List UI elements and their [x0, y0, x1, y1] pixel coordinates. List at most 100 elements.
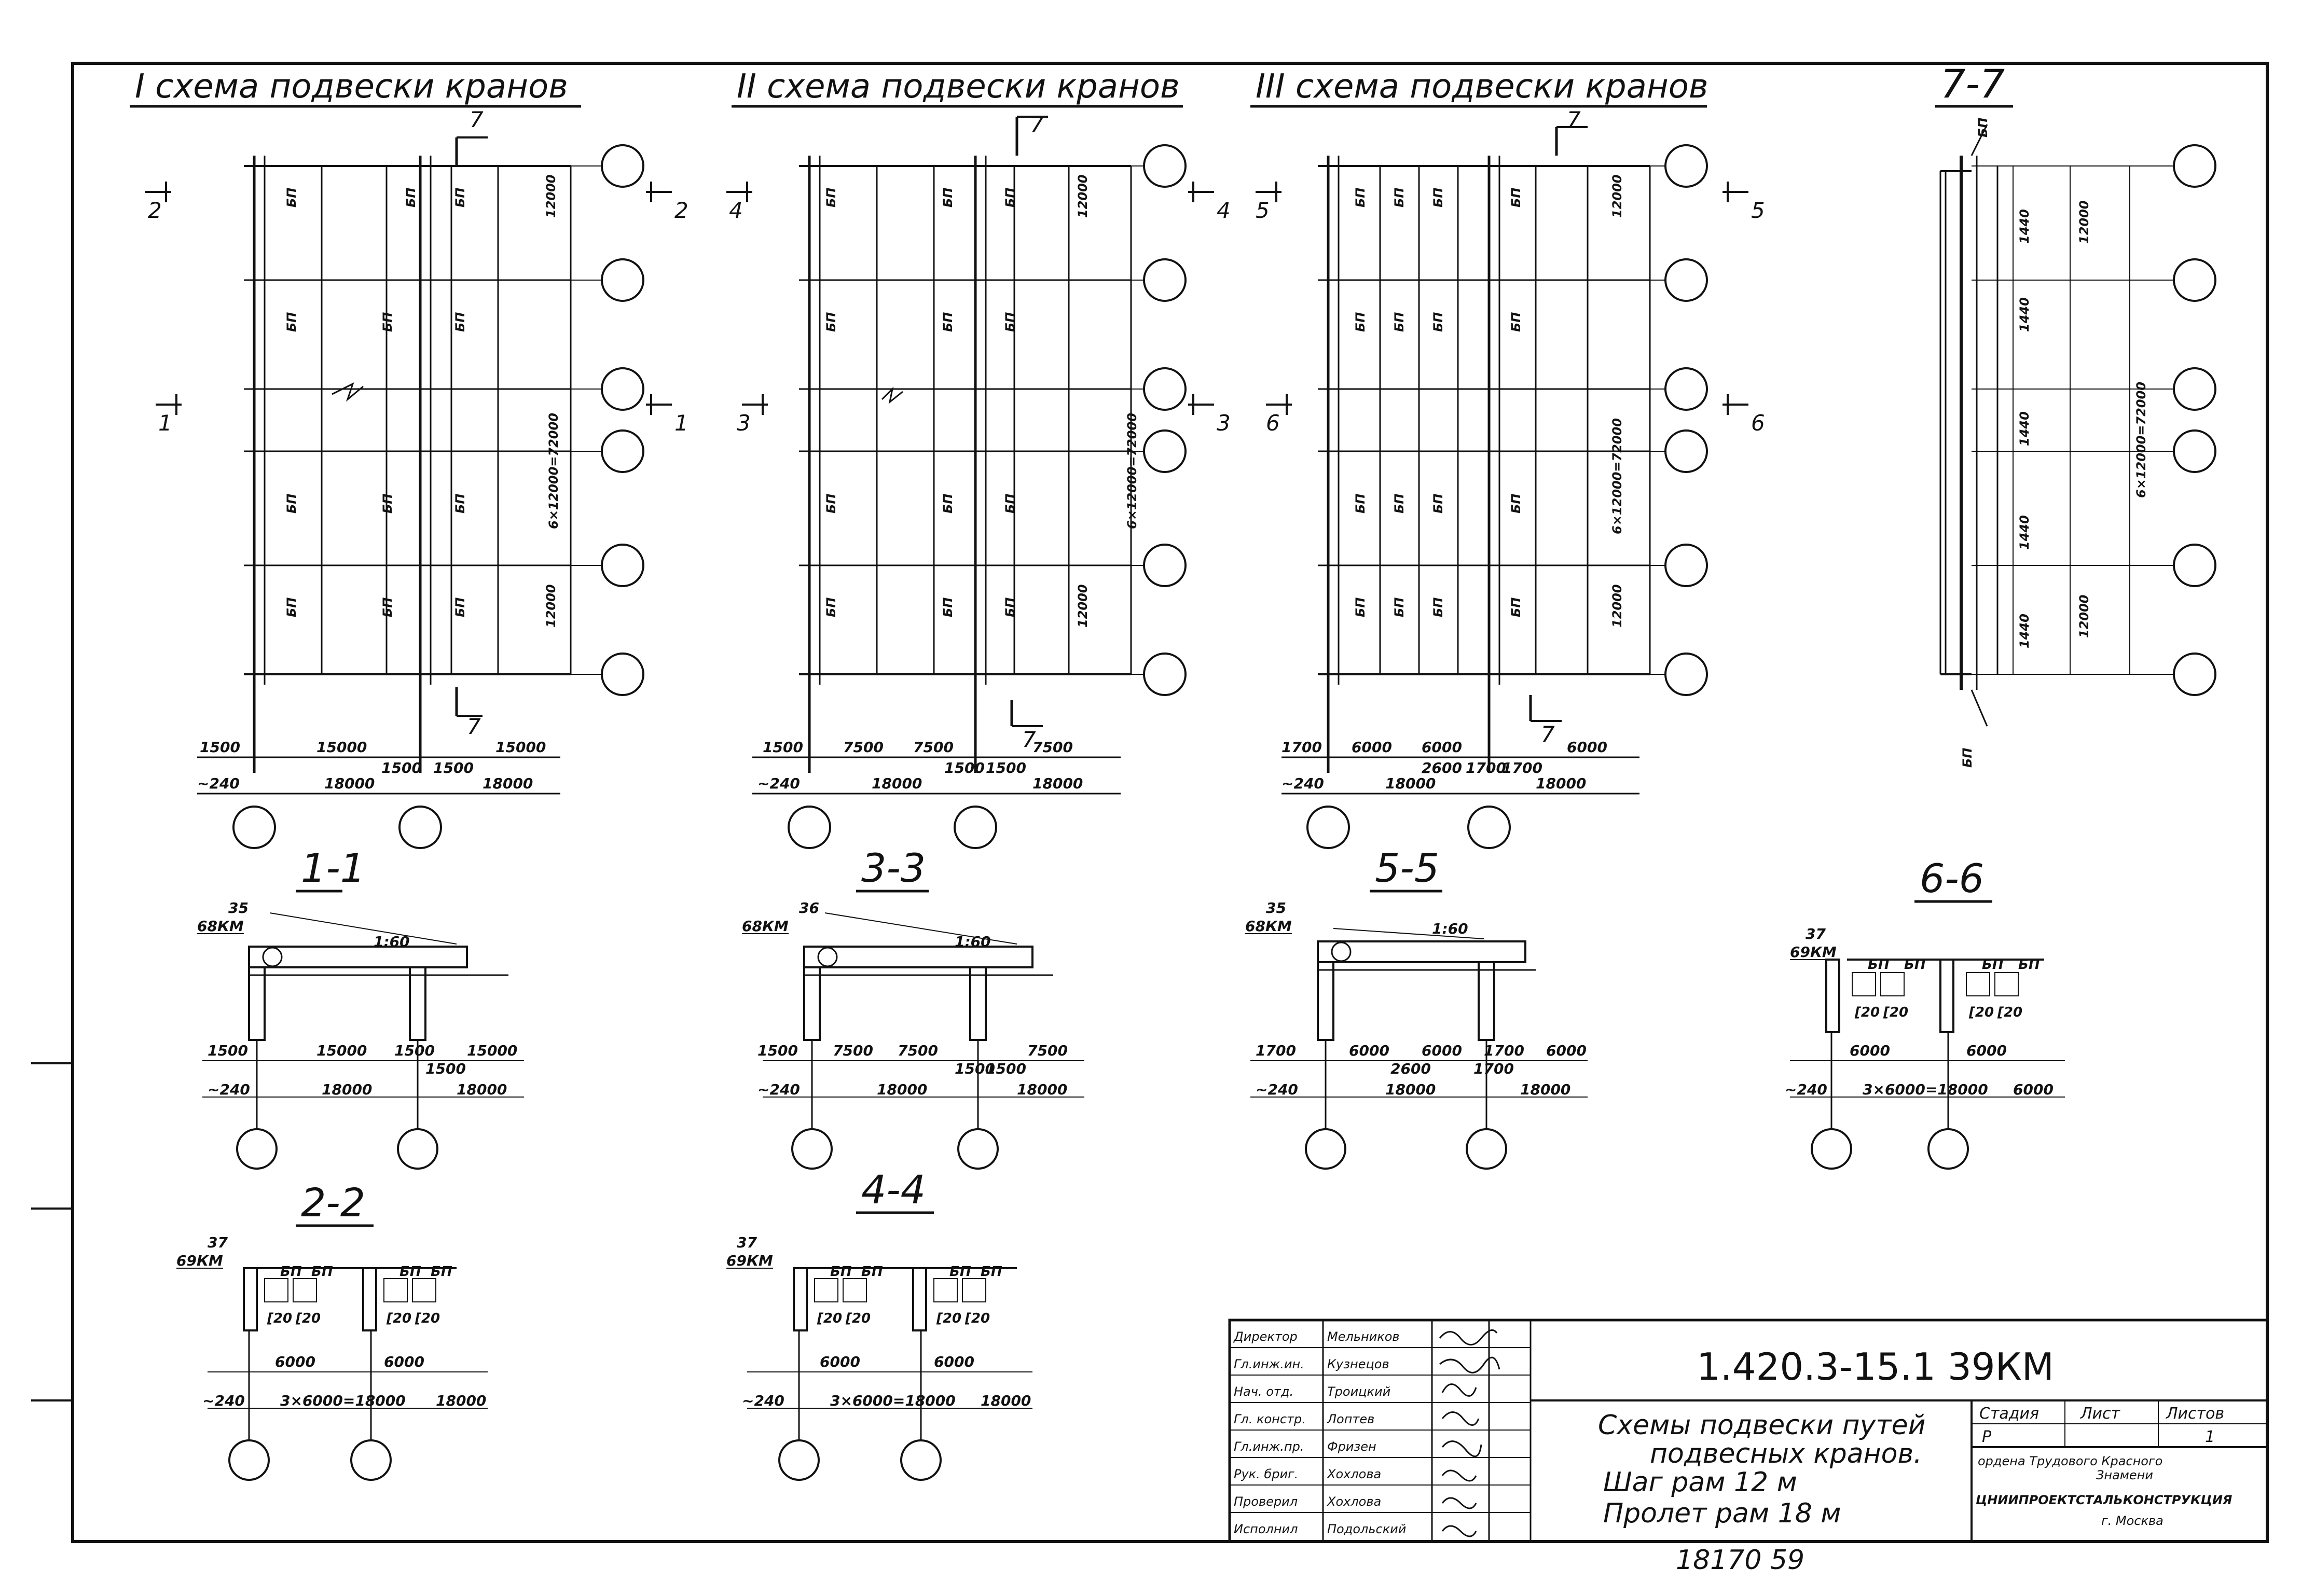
- svg-text:1:60: 1:60: [1432, 920, 1468, 937]
- svg-text:БП: БП: [380, 312, 395, 332]
- svg-text:6000: 6000: [1422, 1042, 1462, 1059]
- svg-text:18000: 18000: [1385, 775, 1436, 792]
- svg-text:БП: БП: [1392, 312, 1407, 332]
- svg-text:37: 37: [1806, 925, 1826, 942]
- svg-text:БП: БП: [824, 598, 838, 617]
- scheme-1-cut-2-right: 2: [674, 198, 688, 223]
- svg-text:БП: БП: [1868, 957, 1890, 973]
- svg-text:БП: БП: [941, 598, 955, 617]
- section-3-3: 3-3 36 68КМ 1:60 1500 7500 7500 1500 150…: [742, 845, 1084, 1170]
- svg-text:БП: БП: [1509, 598, 1523, 617]
- scheme-2-cut-3-right: 3: [1217, 410, 1231, 436]
- svg-text:БП: БП: [1904, 957, 1926, 973]
- section-4-4-title: 4-4: [861, 1167, 926, 1213]
- svg-text:37: 37: [208, 1234, 228, 1251]
- scheme-1-bottom-dims: 1500 15000 1500 1500 15000 ~240 18000 18…: [197, 739, 546, 792]
- svg-text:БП: БП: [311, 1264, 333, 1280]
- svg-text:ЦНИИПРОЕКТСТАЛЬКОНСТРУКЦИЯ: ЦНИИПРОЕКТСТАЛЬКОНСТРУКЦИЯ: [1976, 1493, 2232, 1507]
- scheme-2-dim-total: 6×12000=72000: [1125, 413, 1139, 529]
- svg-text:18000: 18000: [877, 1081, 927, 1098]
- document-code: 1.420.3-15.1 39КМ: [1697, 1345, 2054, 1389]
- svg-text:1700: 1700: [1256, 1042, 1296, 1059]
- svg-text:1440: 1440: [2017, 411, 2032, 446]
- scheme-3-cut-7-top: 7: [1567, 107, 1581, 132]
- svg-text:1500: 1500: [425, 1060, 466, 1077]
- svg-text:БП: БП: [1003, 494, 1017, 514]
- svg-text:Кузнецов: Кузнецов: [1327, 1357, 1389, 1371]
- scheme-1-cut-1-right: 1: [674, 410, 688, 436]
- svg-text:7500: 7500: [898, 1042, 938, 1059]
- scheme-3-axis-circles: [1306, 144, 1708, 849]
- svg-text:18000: 18000: [872, 775, 922, 792]
- svg-text:3×6000=18000: 3×6000=18000: [280, 1392, 406, 1409]
- scheme-3-cut-5-right: 5: [1751, 198, 1765, 223]
- svg-text:Лоптев: Лоптев: [1327, 1412, 1374, 1426]
- svg-text:1700: 1700: [1484, 1042, 1524, 1059]
- svg-text:БП: БП: [1003, 312, 1017, 332]
- svg-text:1500: 1500: [208, 1042, 248, 1059]
- svg-text:1500: 1500: [381, 759, 422, 776]
- scheme-3-cut-6-right: 6: [1751, 410, 1765, 436]
- svg-text:БП: БП: [824, 188, 838, 207]
- svg-text:Нач. отд.: Нач. отд.: [1234, 1384, 1293, 1399]
- section-1-1: 1-1 35 68КМ 1:60 1500 15000 1500 1500 15…: [197, 845, 524, 1170]
- svg-text:БП: БП: [404, 188, 418, 207]
- svg-text:~240: ~240: [1281, 775, 1324, 792]
- svg-text:~240: ~240: [742, 1392, 784, 1409]
- svg-text:6000: 6000: [384, 1353, 424, 1370]
- svg-text:[20: [20: [817, 1311, 842, 1326]
- svg-text:15000: 15000: [467, 1042, 517, 1059]
- svg-text:6000: 6000: [1850, 1042, 1890, 1059]
- svg-text:18000: 18000: [322, 1081, 372, 1098]
- svg-text:1500: 1500: [986, 1060, 1026, 1077]
- svg-text:БП: БП: [861, 1264, 883, 1280]
- scheme-2-axis-circles: [788, 144, 1187, 849]
- scheme-2-cut-7-top: 7: [1030, 112, 1044, 137]
- svg-text:[20: [20: [415, 1311, 440, 1326]
- svg-text:Подольский: Подольский: [1327, 1522, 1406, 1536]
- svg-text:1500: 1500: [757, 1042, 798, 1059]
- scheme-2-bottom-dims: 1500 7500 7500 1500 1500 7500 ~240 18000…: [757, 739, 1083, 792]
- svg-text:БП: БП: [981, 1264, 1002, 1280]
- svg-text:7500: 7500: [843, 739, 884, 756]
- svg-text:1700: 1700: [1502, 759, 1542, 776]
- svg-text:БП: БП: [453, 188, 467, 207]
- svg-text:БП: БП: [1392, 598, 1407, 617]
- scheme-1-axis-circles: [232, 144, 644, 849]
- scheme-1-beam-labels: БП БП БП БП БП БП БП БП БП БП БП БП 1200…: [284, 175, 561, 628]
- svg-text:БП: БП: [1392, 494, 1407, 514]
- svg-text:[20: [20: [1883, 1005, 1908, 1020]
- svg-text:~240: ~240: [757, 1081, 800, 1098]
- scheme-1-cut-1-left: 1: [158, 410, 172, 436]
- scheme-3-cut-6-left: 6: [1266, 410, 1280, 436]
- scheme-3: III схема подвески кранов: [1250, 67, 1765, 849]
- section-5-5: 5-5 35 68КМ 1:60 1700 6000 6000 1700 600…: [1245, 845, 1588, 1170]
- svg-text:1440: 1440: [2017, 614, 2032, 648]
- svg-text:1500: 1500: [433, 759, 474, 776]
- section-4-4: 4-4 37 69КМ БП БП БП БП [20 [20 [20 [20 …: [726, 1167, 1032, 1481]
- section-2-2: 2-2 37 69КМ БП БП БП БП [20 [20 [20 [20 …: [176, 1179, 488, 1481]
- svg-text:[20: [20: [386, 1311, 411, 1326]
- svg-text:1500: 1500: [200, 739, 240, 756]
- title-block: Директор Мельников Гл.инж.ин. Кузнецов Н…: [1228, 1319, 2269, 1576]
- svg-text:Гл.инж.пр.: Гл.инж.пр.: [1234, 1439, 1304, 1454]
- svg-text:[20: [20: [1854, 1005, 1880, 1020]
- svg-text:1700: 1700: [1281, 739, 1322, 756]
- svg-text:[20: [20: [845, 1311, 871, 1326]
- svg-text:~240: ~240: [208, 1081, 250, 1098]
- svg-text:6000: 6000: [1567, 739, 1607, 756]
- svg-text:6000: 6000: [1349, 1042, 1389, 1059]
- svg-text:3×6000=18000: 3×6000=18000: [830, 1392, 956, 1409]
- svg-text:18000: 18000: [483, 775, 533, 792]
- svg-text:БП: БП: [284, 188, 299, 207]
- svg-text:БП: БП: [453, 494, 467, 514]
- svg-text:1440: 1440: [2017, 297, 2032, 332]
- bottom-note: 18170 59: [1676, 1545, 1804, 1576]
- section-3-3-title: 3-3: [861, 845, 926, 891]
- svg-text:1700: 1700: [1466, 759, 1506, 776]
- scheme-1-title: I схема подвески кранов: [135, 67, 568, 106]
- svg-text:БП: БП: [824, 494, 838, 514]
- scheme-2: II схема подвески кранов: [726, 67, 1231, 849]
- svg-text:6000: 6000: [820, 1353, 860, 1370]
